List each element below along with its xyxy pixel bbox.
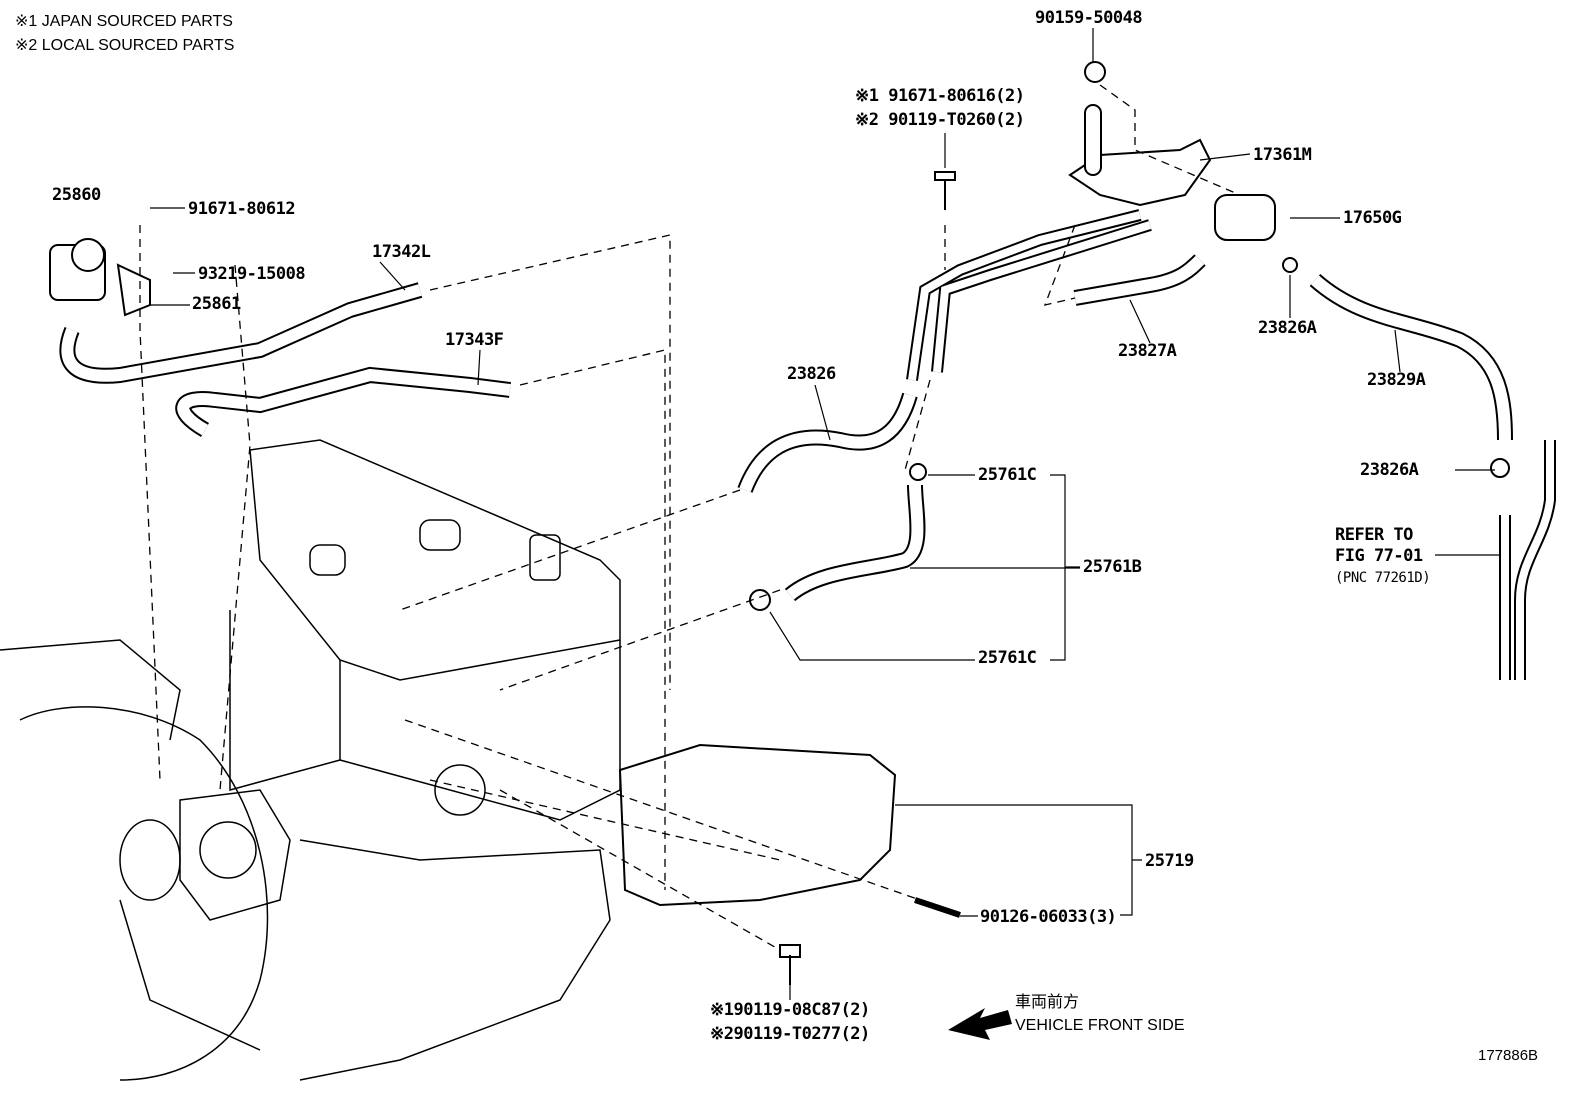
part-label-25861[interactable]: 25861 bbox=[192, 294, 241, 314]
part-label-90119-08C87[interactable]: ※190119-08C87(2) bbox=[710, 1000, 870, 1020]
part-label-90159-50048[interactable]: 90159-50048 bbox=[1035, 8, 1143, 28]
figure-id: 177886B bbox=[1478, 1047, 1539, 1064]
part-label-17342L[interactable]: 17342L bbox=[372, 242, 431, 262]
part-label-25761C-bottom[interactable]: 25761C bbox=[978, 648, 1037, 668]
part-label-23826A-right[interactable]: 23826A bbox=[1360, 460, 1419, 480]
vehicle-front-arrow-icon bbox=[948, 1008, 1012, 1040]
part-label-17361M[interactable]: 17361M bbox=[1253, 145, 1312, 165]
part-label-23826A-top[interactable]: 23826A bbox=[1258, 318, 1317, 338]
leader-lines bbox=[150, 28, 1500, 1000]
guide-lines bbox=[139, 84, 1241, 951]
refer-pnc: (PNC 77261D) bbox=[1335, 570, 1431, 586]
bracket-17361M bbox=[1068, 138, 1212, 207]
part-label-91671-80612[interactable]: 91671-80612 bbox=[188, 199, 296, 219]
legend-japan-sourced: ※1 JAPAN SOURCED PARTS bbox=[15, 13, 233, 30]
refer-fig-link[interactable]: FIG 77-01 bbox=[1335, 546, 1423, 566]
part-label-17650G[interactable]: 17650G bbox=[1343, 208, 1402, 228]
bracket-25861 bbox=[116, 263, 151, 317]
direction-label-jp: 車両前方 bbox=[1015, 994, 1080, 1011]
part-label-25719[interactable]: 25719 bbox=[1145, 851, 1194, 871]
part-label-23829A[interactable]: 23829A bbox=[1367, 370, 1426, 390]
part-label-25761C-top[interactable]: 25761C bbox=[978, 465, 1037, 485]
direction-label-en: VEHICLE FRONT SIDE bbox=[1015, 1017, 1185, 1034]
cover-25719 bbox=[618, 743, 897, 907]
part-label-23826[interactable]: 23826 bbox=[787, 364, 836, 384]
part-label-91671-80616[interactable]: ※1 91671-80616(2) bbox=[855, 86, 1025, 106]
part-label-25761B[interactable]: 25761B bbox=[1083, 557, 1142, 577]
valve-17650G bbox=[1214, 194, 1276, 241]
part-label-25860[interactable]: 25860 bbox=[52, 185, 101, 205]
part-label-90119-T0260[interactable]: ※2 90119-T0260(2) bbox=[855, 110, 1025, 130]
part-label-90119-T0277[interactable]: ※290119-T0277(2) bbox=[710, 1024, 870, 1044]
part-label-23827A[interactable]: 23827A bbox=[1118, 341, 1177, 361]
engine-outline bbox=[0, 439, 621, 1081]
legend-local-sourced: ※2 LOCAL SOURCED PARTS bbox=[15, 37, 235, 54]
bolt bbox=[934, 171, 956, 210]
part-label-17343F[interactable]: 17343F bbox=[445, 330, 504, 350]
part-label-90126-06033[interactable]: 90126-06033(3) bbox=[980, 907, 1117, 927]
refer-line-1: REFER TO bbox=[1335, 525, 1413, 545]
part-label-93219-15008[interactable]: 93219-15008 bbox=[198, 264, 306, 284]
